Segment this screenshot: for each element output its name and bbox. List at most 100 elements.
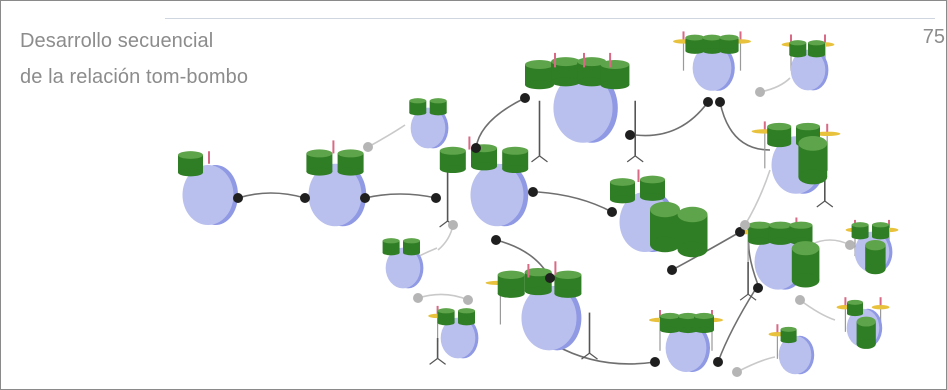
drum-kit-icon [525, 52, 644, 163]
tom-icon [382, 238, 400, 244]
connector-dot-icon [715, 97, 725, 107]
tom-icon [851, 222, 869, 228]
tom-icon [502, 164, 529, 174]
tom-icon [337, 167, 364, 176]
marker-icon [554, 261, 557, 275]
connector-dot-icon [545, 273, 555, 283]
tom-icon [525, 80, 554, 90]
tom-icon [439, 164, 466, 174]
connector-dot-icon [732, 367, 742, 377]
connector-path [237, 192, 306, 199]
bass-drum-icon [553, 73, 613, 143]
tom-icon [429, 100, 447, 113]
connector-dot-icon [625, 130, 635, 140]
tom-icon [178, 155, 203, 173]
connector-dot-icon [795, 295, 805, 305]
tom-icon [865, 245, 886, 269]
connector-dot-icon [300, 193, 310, 203]
tom-icon [856, 321, 876, 344]
tom-icon [678, 316, 698, 330]
tom-icon [847, 299, 863, 305]
connector-path [537, 191, 613, 213]
cymbal-tip-icon [790, 34, 792, 43]
tom-icon [702, 37, 722, 51]
cymbal-icon [814, 131, 841, 136]
drum-kit-icon [781, 34, 835, 91]
connector-path [717, 289, 756, 363]
bass-drum-icon [182, 165, 234, 225]
tom-icon [780, 329, 797, 341]
tom-icon [337, 149, 364, 158]
connector-dot-icon [713, 357, 723, 367]
tom-icon [789, 221, 813, 229]
cymbal-tip-icon [763, 121, 766, 130]
connector-dot-icon [845, 240, 855, 250]
drum-kit-icon [382, 238, 424, 289]
stand-icon [581, 352, 590, 360]
connector-dot-icon [740, 220, 750, 230]
tom-icon [409, 98, 427, 104]
connector-path [367, 124, 406, 148]
tom-icon [694, 316, 714, 330]
tom-icon [768, 237, 792, 245]
tom-icon [497, 270, 525, 279]
connector-dot-icon [520, 93, 530, 103]
page-title-line-1: Desarrollo secuencial [20, 30, 214, 52]
stand-icon [634, 155, 644, 163]
tom-icon [789, 40, 807, 46]
tom-icon [748, 221, 772, 229]
bass-drum-icon [308, 163, 362, 227]
connector-dot-icon [471, 143, 481, 153]
drum-kit-icon [768, 324, 815, 375]
tom-icon [872, 234, 889, 240]
tom-icon [808, 40, 825, 46]
tom-icon [872, 222, 889, 228]
tom-icon [403, 250, 420, 256]
tom-icon [685, 37, 705, 51]
tom-icon [554, 274, 582, 294]
bass-drum-icon [521, 285, 577, 351]
tom-icon [847, 302, 863, 314]
connector-path [799, 299, 836, 321]
stand-icon [429, 357, 438, 365]
tom-icon [847, 311, 863, 317]
tom-icon [403, 238, 420, 244]
connector-dot-icon [703, 97, 713, 107]
connector-path [719, 101, 771, 151]
bass-drum-icon [470, 163, 524, 227]
drum-kit-icon [610, 169, 708, 258]
tom-icon [403, 240, 420, 253]
bass-drum-icon [385, 247, 421, 289]
connector-path [744, 169, 771, 226]
marker-icon [609, 52, 612, 68]
header-rule [165, 18, 935, 19]
cymbal-tip-icon [888, 219, 890, 228]
tom-icon [677, 241, 708, 258]
drum-kit-icon [735, 217, 820, 301]
tom-icon [808, 52, 825, 58]
cymbal-icon [871, 305, 890, 310]
connector-dot-icon [360, 193, 370, 203]
tom-icon [694, 326, 714, 334]
bass-drum-icon [410, 107, 446, 149]
tom-icon [791, 273, 820, 288]
connector-path [417, 293, 469, 301]
tom-icon [610, 178, 635, 186]
tom-icon [798, 136, 828, 151]
tom-icon [678, 312, 698, 320]
connector-dot-icon [528, 187, 538, 197]
tom-icon [524, 286, 552, 296]
page-number: 75 [922, 26, 945, 48]
tom-icon [789, 52, 807, 58]
marker-icon [468, 136, 471, 150]
cymbal-tip-icon [844, 297, 847, 306]
marker-icon [527, 264, 530, 278]
marker-icon [637, 169, 640, 182]
tom-icon [577, 77, 607, 87]
connector-dot-icon [491, 235, 501, 245]
tom-icon [872, 224, 889, 237]
stand-icon [531, 155, 540, 163]
drum-kit-icon [409, 98, 449, 149]
tom-icon [610, 195, 635, 204]
connector-dot-icon [448, 220, 458, 230]
